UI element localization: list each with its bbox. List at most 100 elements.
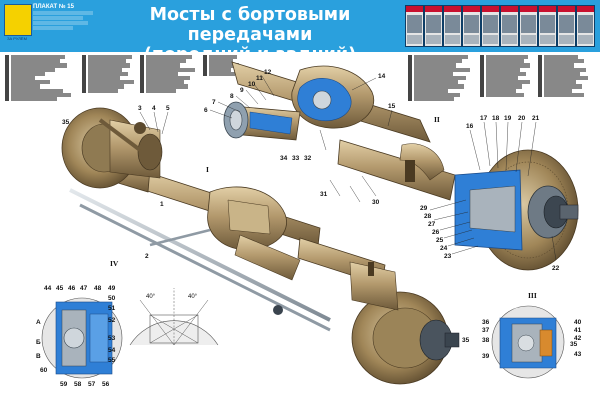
callout-3: 3: [138, 105, 142, 112]
parts-legend-col-6: [480, 55, 536, 97]
section-markers: I II III IV: [110, 115, 537, 300]
callout-37: 37: [482, 327, 490, 334]
callout-35-c: 35: [570, 341, 578, 348]
callout-43: 43: [574, 351, 582, 358]
callout-20: 20: [518, 115, 526, 122]
callout-57: 57: [88, 381, 96, 388]
roman-ii: II: [434, 115, 440, 124]
thumbnail: [557, 5, 576, 47]
callout-50: 50: [108, 295, 116, 302]
thumbnail: [424, 5, 443, 47]
thumbnail: [405, 5, 424, 47]
thumbnail: [500, 5, 519, 47]
logo-label: ЗА РУЛЁМ: [7, 36, 27, 41]
callout-5: 5: [166, 105, 170, 112]
callout-40: 40: [574, 319, 582, 326]
callout-21: 21: [532, 115, 540, 122]
callout-47: 47: [80, 285, 88, 292]
thumbnail: [519, 5, 538, 47]
callout-32: 32: [304, 155, 312, 162]
front-right-hub: [349, 261, 460, 385]
plakat-number: ПЛАКАТ № 15: [33, 4, 74, 10]
callout-14: 14: [378, 73, 386, 80]
callout-52: 52: [108, 317, 116, 324]
callout-30: 30: [372, 199, 380, 206]
callout-7: 7: [212, 99, 216, 106]
roman-iii: III: [528, 291, 537, 300]
publisher-info: [33, 11, 93, 30]
leader-lines: [139, 75, 557, 261]
callout-numbers: 1 2 3 4 5 6 7 8 9 10 11 12 13 14 15 16 1…: [40, 69, 582, 388]
callout-45: 45: [56, 285, 64, 292]
angle-label-left: 40°: [146, 294, 156, 300]
parts-legend-col-5: [408, 55, 478, 102]
parts-legend-col-1: [5, 55, 81, 102]
title-line-1: Мосты с бортовыми передачами: [149, 5, 351, 45]
thumbnail: [462, 5, 481, 47]
callout-56: 56: [102, 381, 110, 388]
callout-41: 41: [574, 327, 582, 334]
callout-2: 2: [145, 253, 149, 260]
angle-labels: 40° 40°: [146, 294, 198, 300]
callout-27: 27: [428, 221, 436, 228]
roman-iv: IV: [110, 259, 119, 268]
callout-33: 33: [292, 155, 300, 162]
callout-24: 24: [440, 245, 448, 252]
callout-4: 4: [152, 105, 156, 112]
callout-15: 15: [388, 103, 396, 110]
roman-i: I: [206, 165, 209, 174]
callout-34: 34: [280, 155, 288, 162]
callout-53: 53: [108, 335, 116, 342]
callout-9: 9: [240, 87, 244, 94]
thumbnail: [443, 5, 462, 47]
parts-legend-col-7: [538, 55, 596, 97]
thumbnail: [538, 5, 557, 47]
callout-26: 26: [432, 229, 440, 236]
callout-36: 36: [482, 319, 490, 326]
callout-22: 22: [552, 265, 560, 272]
callout-51: 51: [108, 305, 116, 312]
callout-11: 11: [256, 75, 263, 82]
callout-8: 8: [230, 93, 234, 100]
callout-58: 58: [74, 381, 82, 388]
callout-31: 31: [320, 191, 328, 198]
steering-angle-diagram: [129, 288, 219, 346]
callout-35-a: 35: [62, 119, 70, 126]
angle-label-right: 40°: [188, 294, 198, 300]
callout-25: 25: [436, 237, 444, 244]
front-left-hub: [61, 107, 163, 189]
callout-55: 55: [108, 357, 116, 364]
parts-legend-col-4: [203, 55, 243, 76]
callout-19: 19: [504, 115, 512, 122]
detail-letter-v: В: [36, 353, 41, 360]
callout-49: 49: [108, 285, 116, 292]
steering-rods: [69, 118, 331, 332]
thumbnail: [576, 5, 595, 47]
callout-48: 48: [94, 285, 102, 292]
callout-29: 29: [420, 205, 428, 212]
callout-1: 1: [160, 201, 164, 208]
detail-iii-inset: [491, 305, 565, 379]
callout-39: 39: [482, 353, 490, 360]
rear-axle: [223, 61, 456, 201]
detail-letter-b: Б: [36, 339, 41, 346]
detail-iv-inset: [41, 297, 123, 379]
detail-letters: А Б В: [36, 319, 41, 360]
callout-60: 60: [40, 367, 48, 374]
callout-44: 44: [44, 285, 52, 292]
callout-23: 23: [444, 253, 452, 260]
callout-10: 10: [248, 81, 256, 88]
magazine-logo: [4, 4, 32, 36]
callout-6: 6: [204, 107, 208, 114]
callout-18: 18: [492, 115, 500, 122]
parts-legend-col-2: [82, 55, 138, 93]
callout-42: 42: [574, 335, 582, 342]
callout-28: 28: [424, 213, 432, 220]
callout-16: 16: [466, 123, 474, 130]
callout-35-b: 35: [462, 337, 470, 344]
callout-46: 46: [68, 285, 76, 292]
callout-38: 38: [482, 337, 490, 344]
callout-12: 12: [264, 69, 272, 76]
